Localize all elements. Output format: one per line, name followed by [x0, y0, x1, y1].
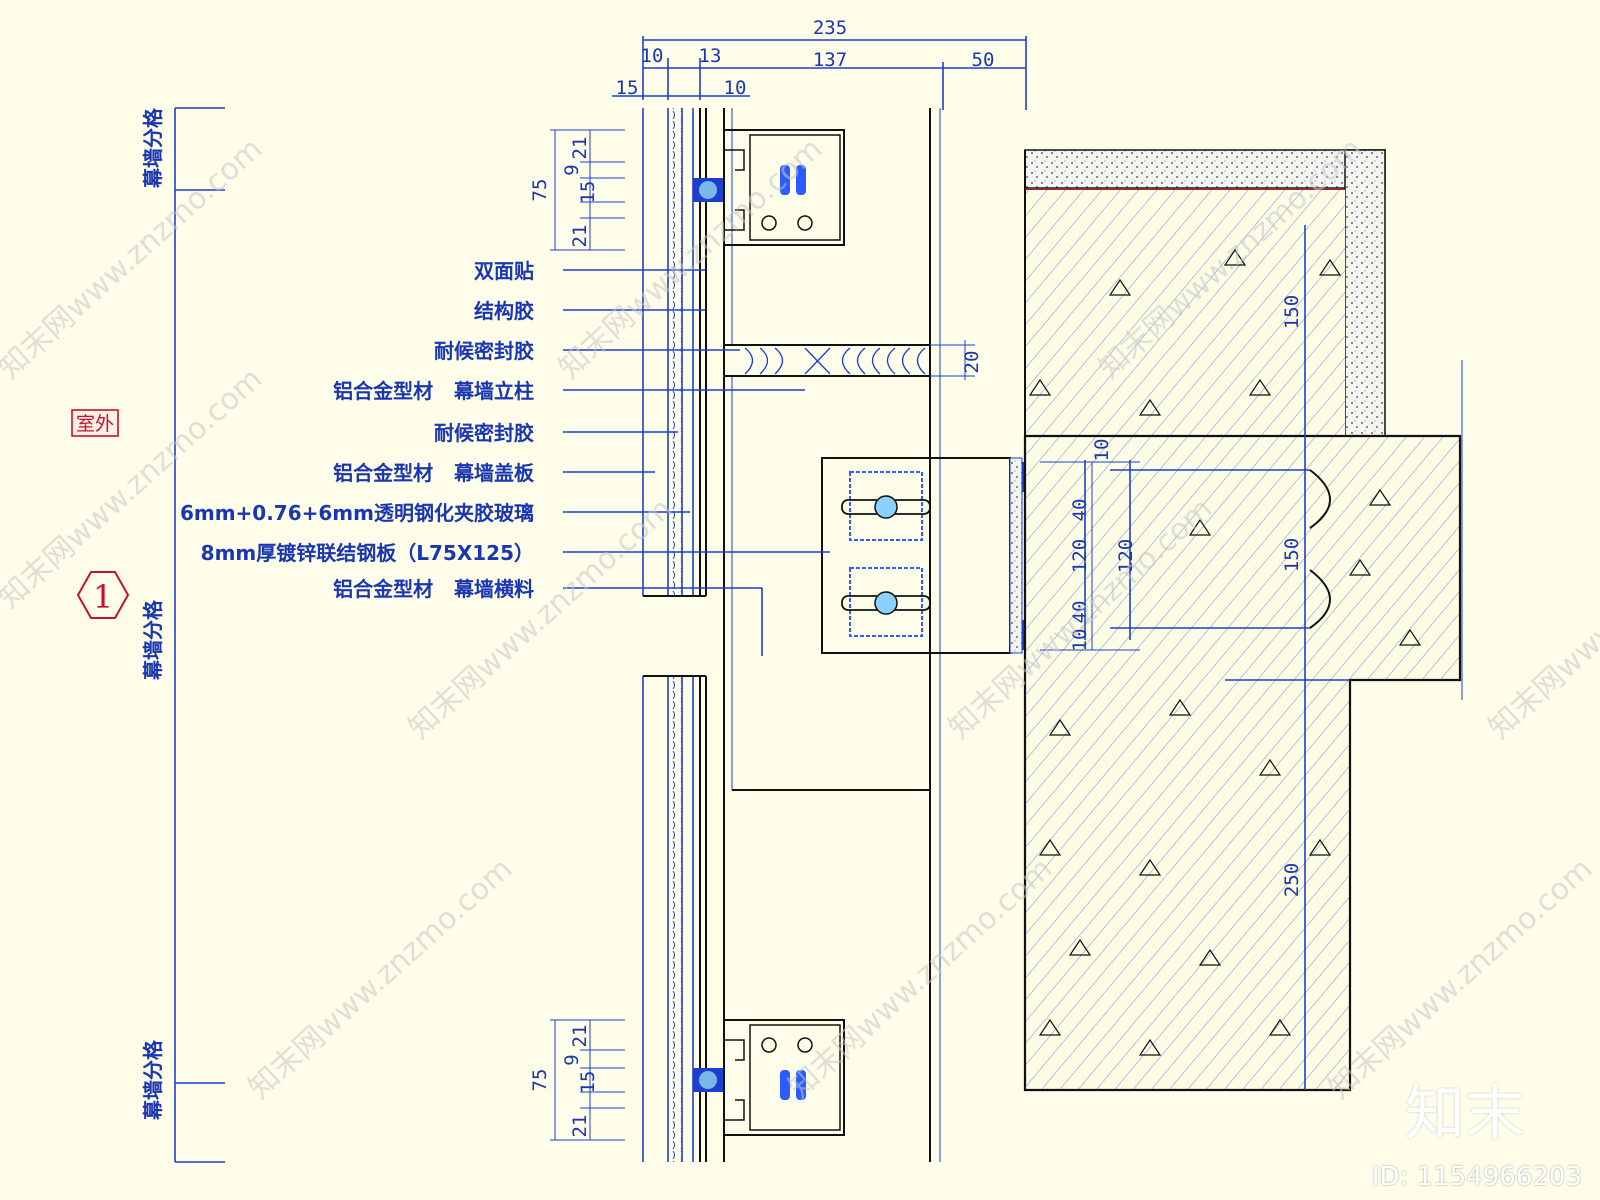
callout-steel-plate: 8mm厚镀锌联结钢板（L75X125）: [201, 541, 534, 565]
svg-text:知末网www.znzmo.com: 知末网www.znzmo.com: [0, 131, 269, 386]
lower-mullion-profile: [693, 1019, 845, 1136]
lower-mullion-dims: [550, 1019, 625, 1141]
dim-upper-21b: 21: [569, 225, 591, 248]
dim-upper-75: 75: [529, 179, 551, 202]
svg-text:知末网www.znzmo.com: 知末网www.znzmo.com: [782, 851, 1059, 1106]
dim-top-seg-2: 13: [699, 45, 722, 67]
dim-slab-side: 150: [1281, 538, 1303, 572]
svg-text:知末网www.znzmo.com: 知末网www.znzmo.com: [552, 131, 829, 386]
mullion-walls: [723, 108, 941, 1162]
dim-top-total: 235: [813, 17, 847, 39]
dim-lower-21a: 21: [569, 1025, 591, 1048]
dim-top-small-left: 15: [616, 77, 639, 99]
watermark-logo: 知末: [1405, 1079, 1525, 1149]
concrete-slab: [1023, 149, 1463, 1092]
watermark-id: ID: 1154966203: [1371, 1162, 1582, 1192]
callout-labels: 双面贴 结构胶 耐候密封胶 铝合金型材 幕墙立柱 耐候密封胶 铝合金型材 幕墙盖…: [180, 259, 535, 601]
dim-bracket-10b: 10: [1069, 629, 1091, 652]
callout-transom: 铝合金型材 幕墙横料: [333, 577, 534, 601]
svg-text:知末网www.znzmo.com: 知末网www.znzmo.com: [0, 361, 269, 616]
callout-mullion: 铝合金型材 幕墙立柱: [333, 379, 534, 403]
dim-upper-21a: 21: [569, 137, 591, 160]
svg-text:1: 1: [93, 578, 113, 616]
grid-label-top: 幕墙分格: [141, 107, 165, 189]
dim-lower-75: 75: [529, 1069, 551, 1092]
dim-lower-9: 9: [561, 1054, 583, 1065]
section-marker: 1: [76, 571, 130, 619]
dim-upper-9: 9: [561, 164, 583, 175]
svg-text:知末网www.znzmo.com: 知末网www.znzmo.com: [1482, 491, 1600, 746]
grid-label-middle: 幕墙分格: [141, 599, 165, 681]
dim-bracket-40a: 40: [1069, 499, 1091, 522]
top-dimension-lines: [612, 36, 1027, 110]
dim-bracket-40b: 40: [1069, 601, 1091, 624]
callout-double-sided-tape: 双面贴: [474, 259, 534, 283]
grid-dimension-line: [174, 107, 225, 1163]
svg-text:知末网www.znzmo.com: 知末网www.znzmo.com: [402, 491, 679, 746]
exterior-tag: 室外: [71, 409, 119, 437]
svg-text:知末网www.znzmo.com: 知末网www.znzmo.com: [242, 851, 519, 1106]
dim-top-seg-4: 50: [972, 49, 995, 71]
dim-lower-21b: 21: [569, 1115, 591, 1138]
dim-bracket-10a: 10: [1091, 439, 1113, 462]
callout-cover-plate: 铝合金型材 幕墙盖板: [333, 461, 535, 485]
dim-top-small-right: 10: [724, 77, 747, 99]
dim-lower-15: 15: [577, 1071, 599, 1094]
dim-bracket-120a: 120: [1069, 539, 1091, 573]
dim-slab-top: 150: [1281, 295, 1303, 329]
dim-upper-15: 15: [577, 181, 599, 204]
grid-label-bottom: 幕墙分格: [141, 1039, 165, 1121]
foam-backer-rod: [744, 340, 975, 380]
callout-leaders: [563, 269, 830, 656]
dim-gap: 20: [961, 351, 983, 374]
callout-laminated-glass: 6mm+0.76+6mm透明钢化夹胶玻璃: [180, 501, 534, 525]
callout-weather-sealant-2: 耐候密封胶: [434, 421, 534, 445]
svg-text:室外: 室外: [76, 413, 114, 435]
dim-top-seg-3: 137: [813, 49, 847, 71]
dim-bracket-120b: 120: [1115, 539, 1137, 573]
callout-structural-glue: 结构胶: [474, 299, 534, 323]
upper-mullion-dims: [550, 129, 625, 251]
upper-mullion-profile: [693, 129, 845, 246]
dim-slab-bottom: 250: [1281, 863, 1303, 897]
bracket-dims: [1040, 461, 1140, 651]
dim-top-seg-1: 10: [641, 45, 664, 67]
callout-weather-sealant-1: 耐候密封胶: [434, 339, 534, 363]
